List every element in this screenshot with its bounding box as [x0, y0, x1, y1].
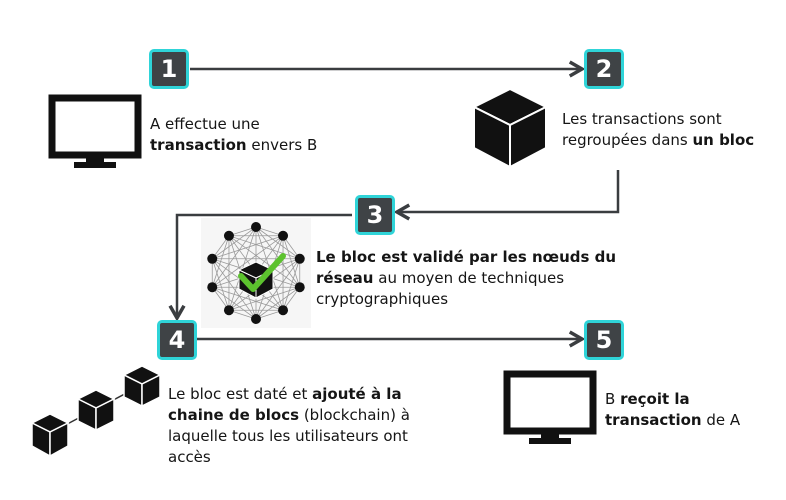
step-1-badge: 1	[149, 49, 189, 89]
network-node	[223, 230, 234, 241]
step-4-badge: 4	[157, 320, 197, 360]
chain-cube-2	[76, 389, 116, 432]
step-1-caption: A effectue une transaction envers B	[150, 114, 350, 156]
computer-monitor-icon	[503, 370, 597, 444]
step-5-text-a: B	[605, 390, 621, 408]
step-3-badge: 3	[355, 195, 395, 235]
network-node	[251, 314, 261, 324]
network-node	[294, 253, 305, 264]
step-5-badge: 5	[584, 320, 624, 360]
step-2-caption: Les transactions sont regroupées dans un…	[562, 109, 777, 151]
chain-cube-1	[30, 413, 70, 458]
step-1-text-b: envers B	[246, 136, 318, 154]
step-3-text-a: au moyen de techniques cryptographiques	[316, 269, 565, 308]
network-node	[278, 230, 289, 241]
network-node	[207, 282, 218, 293]
arrow-3-to-4	[177, 213, 352, 318]
step-5-text-b: de A	[701, 411, 741, 429]
chain-cube-3	[122, 365, 162, 408]
step-3-text-bold: Le bloc est validé par les nœuds du rése…	[316, 248, 617, 287]
step-5-caption: B reçoit la transaction de A	[605, 389, 775, 431]
step-3-caption: Le bloc est validé par les nœuds du rése…	[316, 247, 636, 310]
step-4-text-b: (blockchain) à laquelle tous les utilisa…	[168, 406, 410, 466]
step-5-text-bold: reçoit la transaction	[605, 390, 702, 429]
computer-monitor-icon	[48, 94, 142, 168]
arrow-2-to-3	[397, 170, 620, 212]
step-2-badge: 2	[584, 49, 624, 89]
network-validated-block-icon	[201, 218, 311, 328]
network-node	[278, 305, 289, 316]
step-4-text-a: Le bloc est daté et	[168, 385, 313, 403]
blockchain-cubes-icon	[30, 365, 162, 458]
network-node	[207, 253, 218, 264]
network-node	[294, 282, 305, 293]
step-2-text-bold: un bloc	[692, 131, 755, 149]
network-node	[223, 305, 234, 316]
step-4-caption: Le bloc est daté et ajouté à la chaine d…	[168, 384, 433, 468]
step-1-text-bold: transaction	[150, 136, 247, 154]
step-1-text-a: A effectue une	[150, 115, 260, 133]
step-2-text-a: Les transactions sont regroupées dans	[562, 110, 722, 149]
step-4-text-bold: ajouté à la chaine de blocs	[168, 385, 402, 424]
network-node	[251, 222, 261, 232]
cube-block-icon	[471, 87, 549, 169]
